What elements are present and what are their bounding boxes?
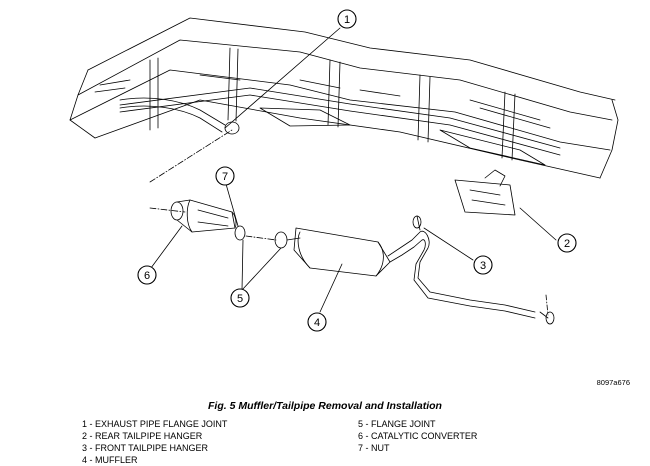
callout-3: 3	[473, 255, 493, 275]
legend-left: 1 - EXHAUST PIPE FLANGE JOINT 2 - REAR T…	[82, 418, 227, 466]
svg-text:1: 1	[344, 14, 350, 26]
callout-4: 4	[307, 312, 327, 332]
svg-text:2: 2	[564, 238, 570, 250]
svg-text:6: 6	[144, 270, 150, 282]
leader-5a	[241, 239, 244, 291]
callout-7: 7	[215, 166, 235, 186]
legend-right: 5 - FLANGE JOINT 6 - CATALYTIC CONVERTER…	[358, 418, 477, 454]
legend-item: 5 - FLANGE JOINT	[358, 419, 436, 429]
svg-text:5: 5	[237, 293, 243, 305]
leader-7	[225, 183, 239, 227]
legend-item: 1 - EXHAUST PIPE FLANGE JOINT	[82, 419, 228, 429]
leader-5b	[241, 247, 282, 291]
svg-text:3: 3	[480, 260, 486, 272]
leader-4	[319, 263, 343, 313]
leader-1	[224, 27, 341, 129]
legend-item: 6 - CATALYTIC CONVERTER	[358, 431, 478, 441]
muffler	[274, 227, 391, 277]
callout-1: 1	[337, 9, 357, 29]
tailpipe	[387, 215, 555, 325]
leader-2	[519, 207, 557, 241]
leader-6	[147, 225, 183, 273]
callout-2: 2	[557, 233, 577, 253]
figure-reference-code: 8097a676	[596, 378, 630, 387]
legend-item: 3 - FRONT TAILPIPE HANGER	[82, 443, 209, 453]
legend-item: 2 - REAR TAILPIPE HANGER	[82, 431, 203, 441]
callout-6: 6	[137, 265, 157, 285]
vehicle-underbody	[69, 17, 619, 216]
figure-caption: Fig. 5 Muffler/Tailpipe Removal and Inst…	[208, 400, 442, 412]
callout-5: 5	[230, 288, 250, 308]
exhaust-diagram: 1 2 3 4 5 6 7	[69, 9, 619, 332]
legend-item: 7 - NUT	[358, 443, 390, 453]
svg-text:4: 4	[314, 317, 320, 329]
legend-item: 4 - MUFFLER	[82, 455, 138, 465]
leader-3	[423, 227, 474, 261]
svg-text:7: 7	[222, 171, 228, 183]
catalytic-converter	[170, 199, 246, 241]
